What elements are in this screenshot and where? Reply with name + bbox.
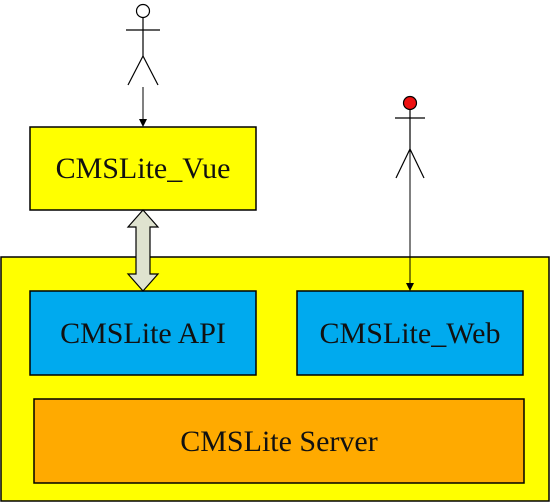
stick-figure-icon <box>395 95 425 179</box>
web-label: CMSLite_Web <box>320 317 501 350</box>
server-label: CMSLite Server <box>180 425 377 458</box>
vue-box: CMSLite_Vue <box>29 126 257 211</box>
double-arrow-icon <box>126 209 160 292</box>
stick-figure-icon <box>126 3 160 86</box>
vue-label: CMSLite_Vue <box>56 152 231 185</box>
web-box: CMSLite_Web <box>296 290 524 376</box>
api-box: CMSLite API <box>29 290 257 376</box>
user-actor-white <box>126 3 160 127</box>
user-actor-red <box>395 95 425 291</box>
api-label: CMSLite API <box>60 317 226 350</box>
server-box: CMSLite Server <box>33 398 525 484</box>
